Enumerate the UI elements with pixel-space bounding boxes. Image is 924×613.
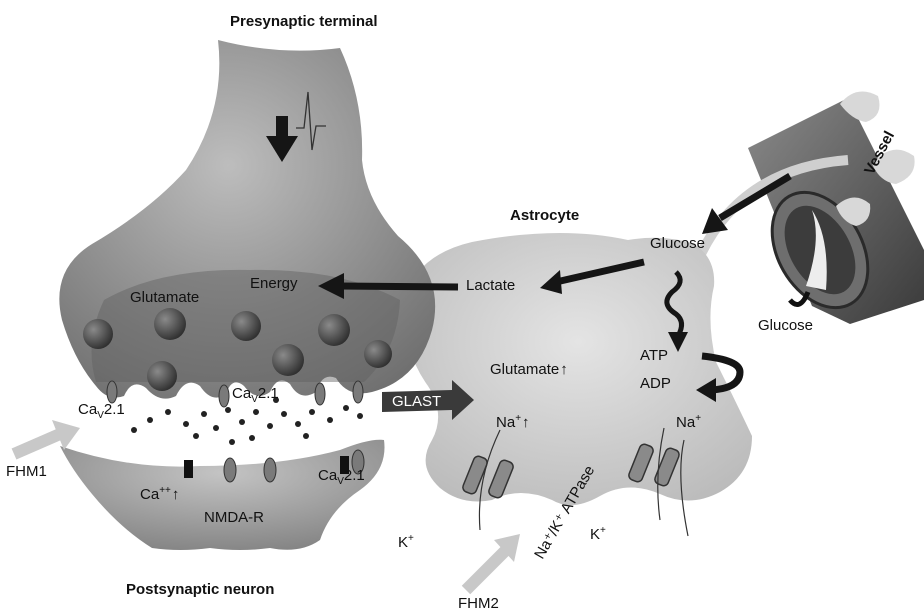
label-postsynaptic-neuron: Postsynaptic neuron: [126, 582, 274, 597]
na-text-right: Na: [676, 414, 695, 431]
ca-text-post: Ca: [140, 486, 159, 503]
increase-arrow-na: ↑: [522, 415, 530, 430]
label-na-astrocyte-right: Na+: [676, 414, 701, 430]
increase-arrow-glutamate: ↑: [560, 362, 568, 377]
label-glucose-vessel: Glucose: [758, 318, 813, 333]
label-glucose-astrocyte: Glucose: [650, 236, 705, 251]
label-glutamate-astrocyte: Glutamate↑: [490, 362, 568, 377]
cav-left-text: Ca: [78, 401, 97, 418]
label-adp: ADP: [640, 376, 671, 391]
k-text-right: K: [590, 526, 600, 543]
cav-left-number: 2.1: [104, 401, 125, 418]
label-nmda-r: NMDA-R: [204, 510, 264, 525]
label-fhm2: FHM2: [458, 596, 499, 611]
cav-mid-subscript: V: [251, 394, 258, 405]
glutamate-text: Glutamate: [490, 361, 559, 378]
label-cav-post: CaV2.1: [318, 468, 365, 487]
k-charge-right: +: [600, 525, 606, 536]
k-charge-left: +: [408, 533, 414, 544]
postsynaptic-neuron-shape: [60, 440, 385, 550]
label-atp: ATP: [640, 348, 668, 363]
label-energy: Energy: [250, 276, 298, 291]
cav-mid-text: Ca: [232, 385, 251, 402]
label-k-left: K+: [398, 534, 414, 550]
cav-post-number: 2.1: [344, 467, 365, 484]
na-charge-right: +: [695, 413, 701, 424]
label-glutamate-presynaptic: Glutamate: [130, 290, 199, 305]
label-ca-post: Ca++↑: [140, 486, 179, 502]
label-cav-left: CaV2.1: [78, 402, 125, 421]
increase-arrow-ca: ↑: [172, 487, 180, 502]
label-fhm1: FHM1: [6, 464, 47, 479]
label-presynaptic-terminal: Presynaptic terminal: [230, 14, 378, 29]
cav-left-subscript: V: [97, 410, 104, 421]
vessel-shape: [748, 92, 924, 325]
ca-charge-post: ++: [159, 485, 171, 496]
label-lactate: Lactate: [466, 278, 515, 293]
fhm2-arrow: [466, 534, 520, 590]
na-text-left: Na: [496, 414, 515, 431]
cav-post-subscript: V: [337, 476, 344, 487]
label-cav-mid: CaV2.1: [232, 386, 279, 405]
cav-post-text: Ca: [318, 467, 337, 484]
label-na-astrocyte-left: Na+↑: [496, 414, 530, 430]
k-text-left: K: [398, 534, 408, 551]
label-astrocyte: Astrocyte: [510, 208, 579, 223]
cav-mid-number: 2.1: [258, 385, 279, 402]
label-k-right: K+: [590, 526, 606, 542]
fhm1-arrow: [14, 420, 80, 454]
label-glast: GLAST: [392, 394, 441, 409]
na-charge-left: +: [515, 413, 521, 424]
